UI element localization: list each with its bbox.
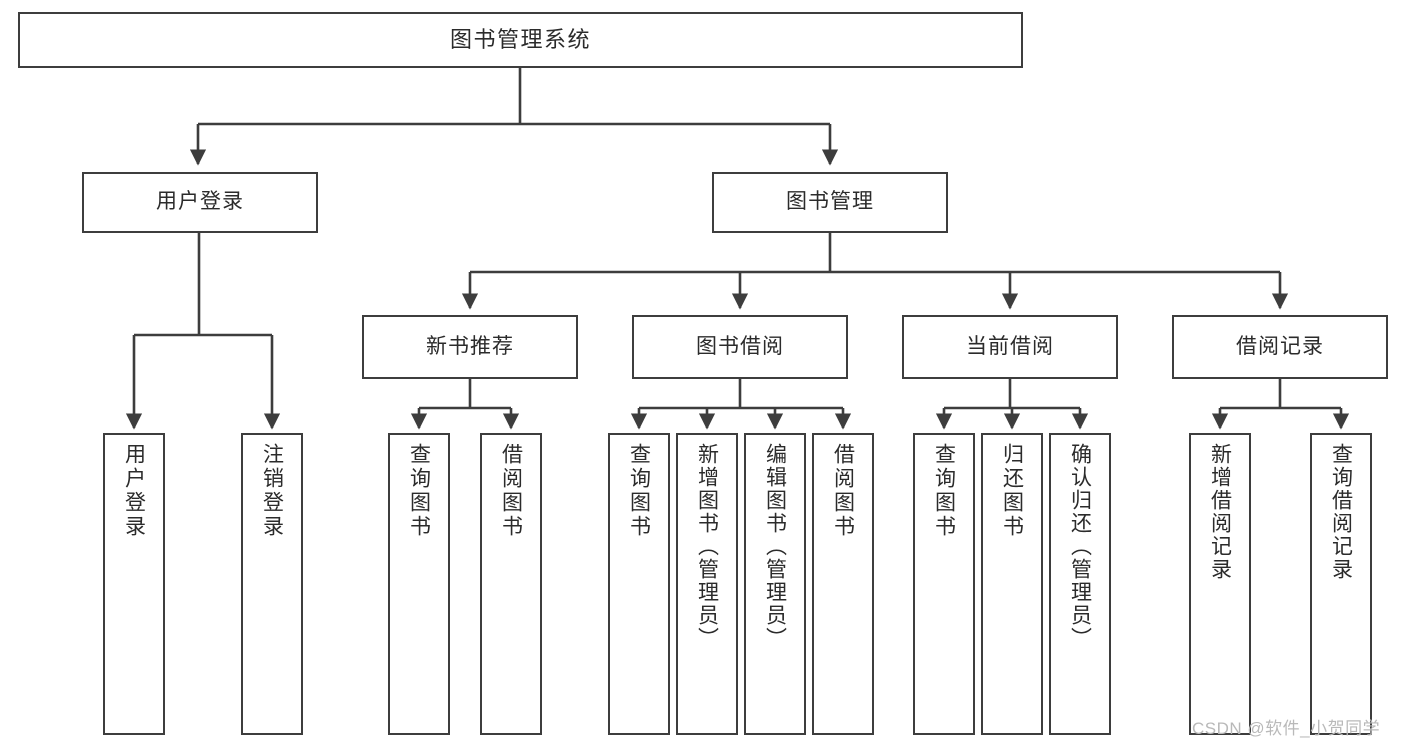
- node-label: 查询借阅记录: [1329, 443, 1353, 581]
- node-label: 查询图书: [627, 443, 651, 539]
- leaf-add-borrow-record[interactable]: 新增借阅记录: [1189, 433, 1251, 735]
- node-label: 确认归还（管理员）: [1068, 443, 1092, 650]
- node-label: 用户登录: [156, 190, 244, 214]
- node-book-borrow[interactable]: 图书借阅: [632, 315, 848, 379]
- node-label: 编辑图书（管理员）: [763, 443, 787, 650]
- node-label: 注销登录: [260, 443, 284, 539]
- leaf-query-book-recommend[interactable]: 查询图书: [388, 433, 450, 735]
- node-label: 新书推荐: [426, 334, 514, 358]
- leaf-logout[interactable]: 注销登录: [241, 433, 303, 735]
- node-user-login[interactable]: 用户登录: [82, 172, 318, 233]
- node-label: 图书管理: [786, 190, 874, 214]
- node-label: 新增借阅记录: [1208, 443, 1232, 581]
- node-new-book-recommend[interactable]: 新书推荐: [362, 315, 578, 379]
- node-book-management[interactable]: 图书管理: [712, 172, 948, 233]
- node-label: 用户登录: [122, 443, 146, 539]
- node-label: 借阅图书: [831, 443, 855, 539]
- node-label: 归还图书: [1000, 443, 1024, 539]
- node-label: 新增图书（管理员）: [695, 443, 719, 650]
- leaf-borrow-book[interactable]: 借阅图书: [812, 433, 874, 735]
- node-current-borrow[interactable]: 当前借阅: [902, 315, 1118, 379]
- leaf-query-book-current[interactable]: 查询图书: [913, 433, 975, 735]
- leaf-confirm-return-admin[interactable]: 确认归还（管理员）: [1049, 433, 1111, 735]
- leaf-edit-book-admin[interactable]: 编辑图书（管理员）: [744, 433, 806, 735]
- node-label: 借阅图书: [499, 443, 523, 539]
- node-label: 图书管理系统: [449, 27, 591, 53]
- leaf-query-borrow-record[interactable]: 查询借阅记录: [1310, 433, 1372, 735]
- node-label: 借阅记录: [1236, 334, 1324, 358]
- node-label: 图书借阅: [696, 334, 784, 358]
- csdn-watermark: CSDN @软件_小贺同学: [1192, 719, 1381, 738]
- leaf-return-book[interactable]: 归还图书: [981, 433, 1043, 735]
- node-label: 查询图书: [932, 443, 956, 539]
- leaf-user-login[interactable]: 用户登录: [103, 433, 165, 735]
- node-root-system[interactable]: 图书管理系统: [18, 12, 1023, 68]
- leaf-query-book-borrow[interactable]: 查询图书: [608, 433, 670, 735]
- node-borrow-record[interactable]: 借阅记录: [1172, 315, 1388, 379]
- node-label: 查询图书: [407, 443, 431, 539]
- node-label: 当前借阅: [966, 334, 1054, 358]
- leaf-add-book-admin[interactable]: 新增图书（管理员）: [676, 433, 738, 735]
- leaf-borrow-book-recommend[interactable]: 借阅图书: [480, 433, 542, 735]
